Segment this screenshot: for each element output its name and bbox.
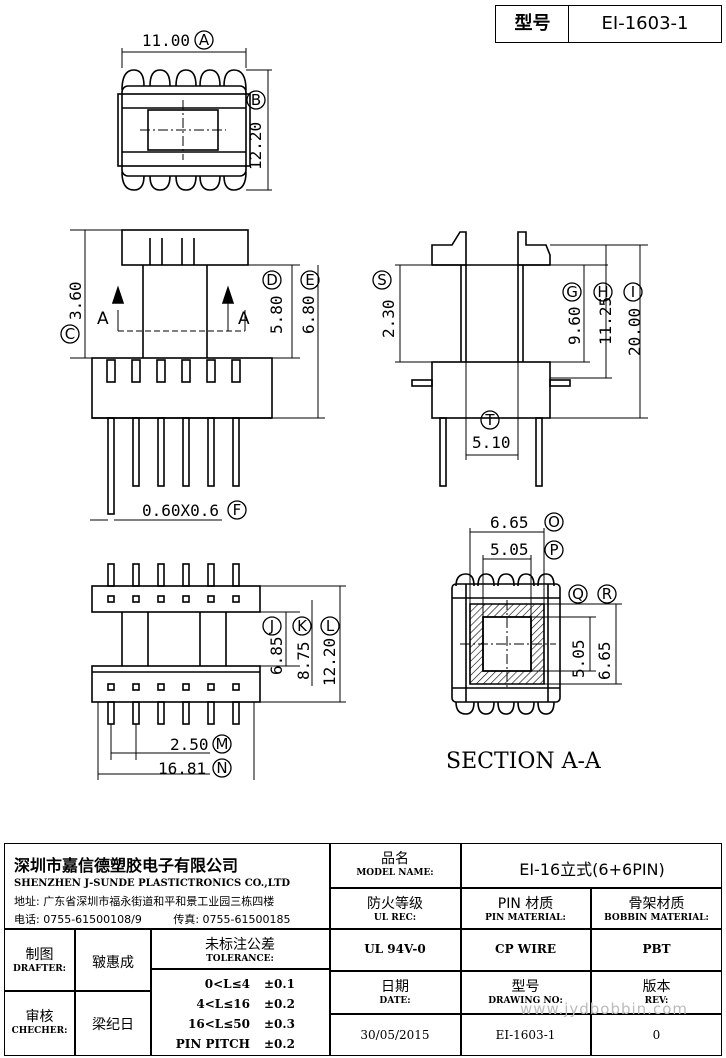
marker-F: F: [233, 501, 242, 519]
tolerance-table: 0<L≤4±0.1 4<L≤16±0.2 16<L≤50±0.3 PIN PIT…: [170, 974, 320, 1054]
marker-D: D: [266, 271, 278, 289]
dim-J: 6.85: [267, 636, 286, 675]
marker-B: B: [251, 91, 261, 109]
marker-M: M: [216, 735, 229, 753]
dim-H: 11.25: [596, 297, 615, 345]
dim-K: 8.75: [294, 641, 313, 680]
rule-1: [329, 843, 331, 1056]
dim-L: 12.20: [320, 638, 339, 686]
dim-M: 2.50: [170, 735, 209, 754]
rule-2: [329, 887, 722, 889]
marker-K: K: [297, 617, 308, 635]
dim-D: 5.80: [267, 295, 286, 334]
pin-material-value: CP WIRE: [495, 942, 556, 956]
drafter-value: 皲惠成: [92, 955, 134, 971]
company-block: 深圳市嘉信德塑胶电子有限公司 SHENZHEN J-SUNDE PLASTICT…: [6, 846, 328, 928]
checker-value: 梁纪日: [92, 1017, 134, 1033]
tolerance-row: 16<L≤50±0.3: [188, 1017, 295, 1031]
top-model-value: EI-1603-1: [568, 5, 722, 43]
company-address: 地址: 广东省深圳市福永街道和平和景工业园三栋四楼: [14, 895, 275, 908]
company-name-cn: 深圳市嘉信德塑胶电子有限公司: [14, 856, 239, 875]
rule-11: [150, 928, 152, 1056]
rule-5: [4, 990, 150, 992]
company-fax: 传真: 0755-61500185: [173, 913, 291, 926]
dim-E: 6.80: [299, 295, 318, 334]
marker-J: J: [269, 617, 274, 635]
marker-N: N: [216, 759, 227, 777]
rule-6: [329, 1013, 722, 1015]
section-title: SECTION A-A: [446, 749, 602, 774]
marker-G: G: [566, 283, 578, 301]
rule-4: [329, 970, 722, 972]
front-view: [70, 229, 325, 521]
rev-value: 0: [652, 1028, 661, 1042]
dim-O: 6.65: [490, 513, 529, 532]
date-value: 30/05/2015: [360, 1028, 430, 1042]
ul-value: UL 94V-0: [364, 942, 426, 956]
rule-7: [460, 887, 462, 1056]
marker-H: H: [597, 283, 608, 301]
marker-I: I: [631, 283, 635, 301]
marker-T: T: [484, 411, 495, 429]
marker-Q: Q: [572, 585, 584, 603]
marker-P: P: [549, 541, 558, 559]
marker-O: O: [548, 513, 560, 531]
dim-I: 20.00: [625, 308, 644, 356]
dim-Q: 5.05: [569, 639, 588, 678]
dim-S: 2.30: [379, 299, 398, 338]
watermark: www.jydbobbin.com: [520, 1000, 688, 1018]
top-model-label: 型号: [495, 5, 569, 43]
rule-8: [590, 887, 592, 1056]
section-mark-right: A: [238, 309, 250, 329]
side-view: [395, 231, 648, 487]
marker-R: R: [602, 585, 612, 603]
bobbin-material-value: PBT: [642, 942, 671, 956]
dim-G: 9.60: [565, 306, 584, 345]
bottom-view: [91, 563, 346, 780]
dim-F: 0.60X0.6: [142, 501, 219, 520]
section-a-a-view: [451, 528, 622, 715]
company-tel: 电话: 0755-61500108/9: [14, 913, 142, 926]
tolerance-row: PIN PITCH±0.2: [175, 1037, 295, 1051]
marker-A: A: [199, 31, 210, 49]
marker-C: C: [65, 325, 75, 343]
dim-C: 3.60: [66, 281, 85, 320]
rule-9: [460, 843, 462, 887]
dim-N: 16.81: [158, 759, 206, 778]
dim-B: 12.20: [246, 122, 265, 170]
marker-E: E: [305, 271, 314, 289]
tolerance-row: 0<L≤4±0.1: [204, 977, 295, 991]
model-name-label: 品名 MODEL NAME:: [356, 851, 434, 878]
section-mark-left: A: [97, 309, 109, 329]
rule-10: [74, 928, 76, 1056]
rule-3: [4, 928, 722, 930]
tolerance-row: 4<L≤16±0.2: [196, 997, 295, 1011]
dim-T: 5.10: [472, 433, 511, 452]
dim-R: 6.65: [595, 641, 614, 680]
top-view: [117, 48, 272, 191]
drawing-no-value: EI-1603-1: [495, 1028, 556, 1042]
title-block: [4, 843, 722, 1056]
model-name-value: EI-16立式(6+6PIN): [519, 860, 665, 879]
marker-L: L: [326, 617, 335, 635]
rule-12: [150, 968, 329, 970]
dim-P: 5.05: [490, 540, 529, 559]
dim-A: 11.00: [142, 31, 190, 50]
marker-S: S: [377, 271, 387, 289]
company-name-en: SHENZHEN J-SUNDE PLASTICTRONICS CO.,LTD: [14, 878, 291, 889]
